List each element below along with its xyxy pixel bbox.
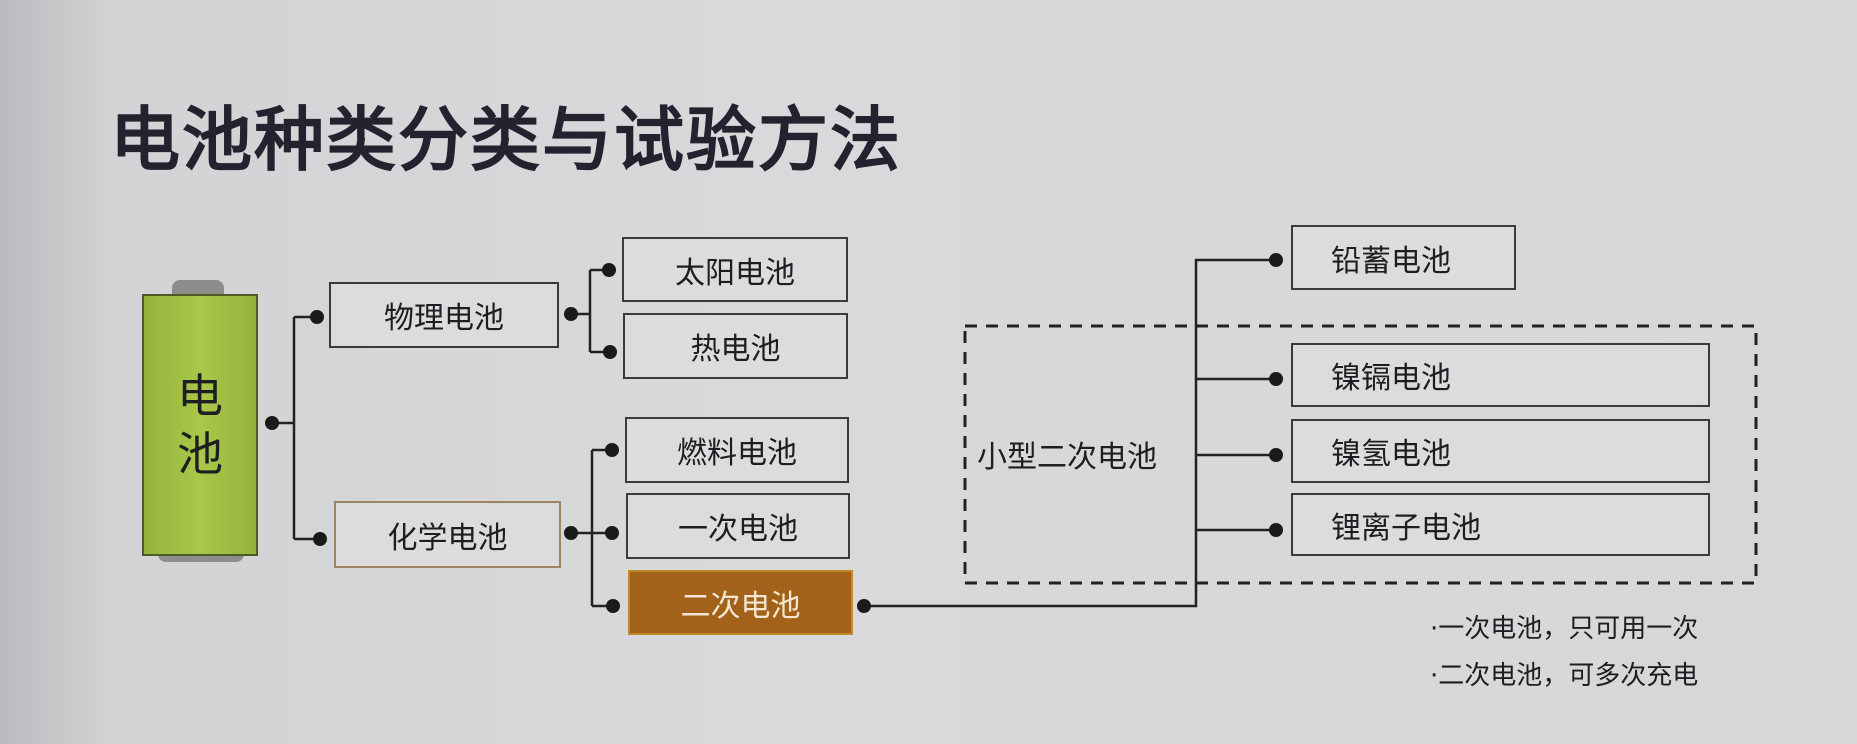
- connector-dot: [313, 532, 327, 546]
- node-nicd-battery: 镍镉电池: [1291, 343, 1710, 407]
- root-label-1: 电: [177, 369, 223, 423]
- small-secondary-group-label: 小型二次电池: [977, 440, 1157, 475]
- node-solar-battery: 太阳电池: [622, 237, 848, 302]
- note-secondary: ·二次电池，可多次充电: [1430, 661, 1699, 691]
- node-thermal-battery: 热电池: [623, 313, 848, 379]
- connector-dot: [1269, 253, 1283, 267]
- connector-dot: [605, 443, 619, 457]
- connector-dot: [605, 526, 619, 540]
- connector-dot: [310, 310, 324, 324]
- node-li-ion-battery: 锂离子电池: [1291, 493, 1710, 556]
- connector-dot: [564, 526, 578, 540]
- connector-dot: [602, 263, 616, 277]
- battery-cap-icon: [172, 280, 224, 298]
- page-title: 电池种类分类与试验方法: [110, 99, 902, 181]
- node-lead-acid-battery: 铅蓄电池: [1291, 225, 1516, 290]
- node-fuel-cell: 燃料电池: [625, 417, 849, 483]
- node-primary-battery: 一次电池: [626, 493, 850, 559]
- connector-dot: [606, 599, 620, 613]
- node-physical-battery: 物理电池: [329, 282, 559, 348]
- connector-dot: [1269, 448, 1283, 462]
- root-label-2: 池: [177, 427, 223, 481]
- connector-dot: [603, 345, 617, 359]
- connector-dot: [564, 307, 578, 321]
- connector-dot: [857, 599, 871, 613]
- battery-root-node: 电 池: [142, 294, 258, 556]
- node-nimh-battery: 镍氢电池: [1291, 419, 1710, 483]
- connector-dot: [1269, 372, 1283, 386]
- node-secondary-battery: 二次电池: [628, 570, 853, 635]
- connector-dot: [1269, 523, 1283, 537]
- node-chemical-battery: 化学电池: [334, 501, 561, 568]
- note-primary: ·一次电池，只可用一次: [1430, 614, 1699, 644]
- connector-dot: [265, 416, 279, 430]
